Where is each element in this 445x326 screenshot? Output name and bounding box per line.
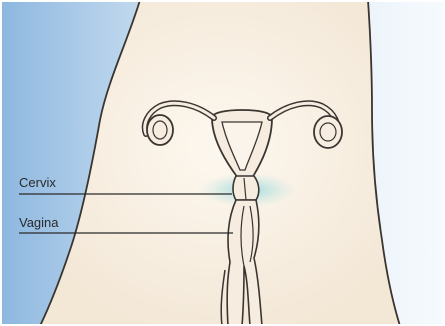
ovary-left — [147, 115, 173, 145]
cervix-label: Cervix — [19, 176, 56, 189]
ovary-right — [314, 116, 342, 148]
vagina-label: Vagina — [19, 216, 59, 229]
